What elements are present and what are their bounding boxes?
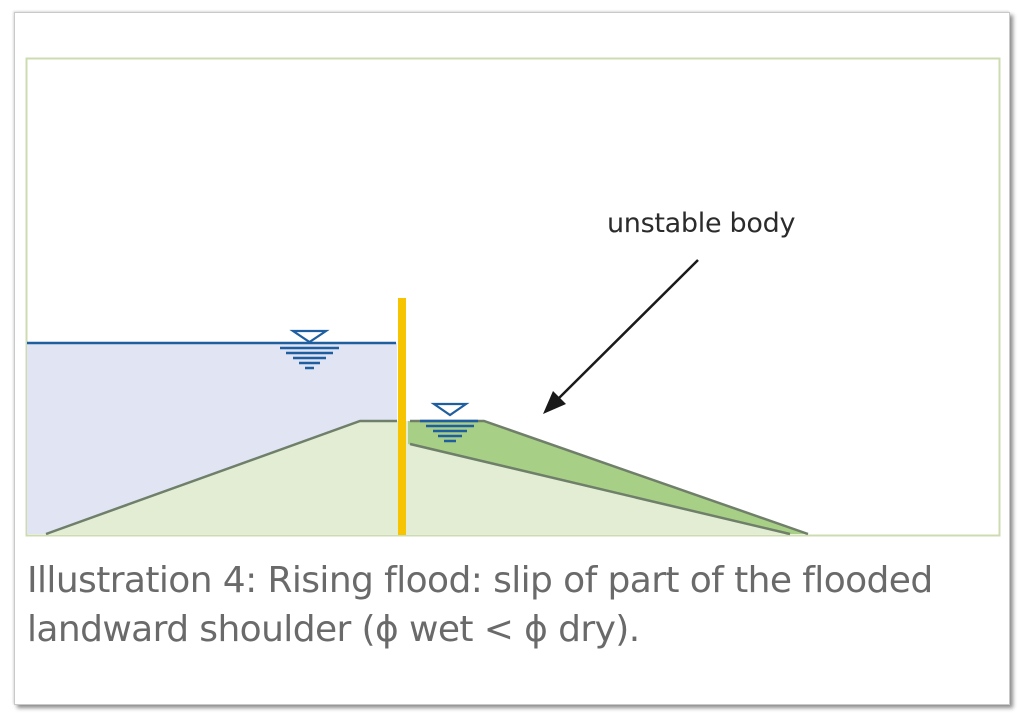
figure-caption: Illustration 4: Rising flood: slip of pa… <box>27 556 987 654</box>
water-level-icon-landward <box>426 402 474 443</box>
water-level-icon <box>280 329 339 370</box>
unstable-body-label: unstable body <box>607 208 796 239</box>
unstable-body-wedge <box>408 421 808 534</box>
sheet-pile <box>398 298 406 535</box>
caption-line-1: Illustration 4: Rising flood: slip of pa… <box>27 560 933 601</box>
dike-outline-waterside <box>45 419 397 536</box>
caption-line-2: landward shoulder (ϕ wet < ϕ dry). <box>27 609 640 650</box>
dike-body <box>46 421 808 534</box>
slip-surface <box>409 442 791 536</box>
arrow-icon <box>543 259 699 414</box>
